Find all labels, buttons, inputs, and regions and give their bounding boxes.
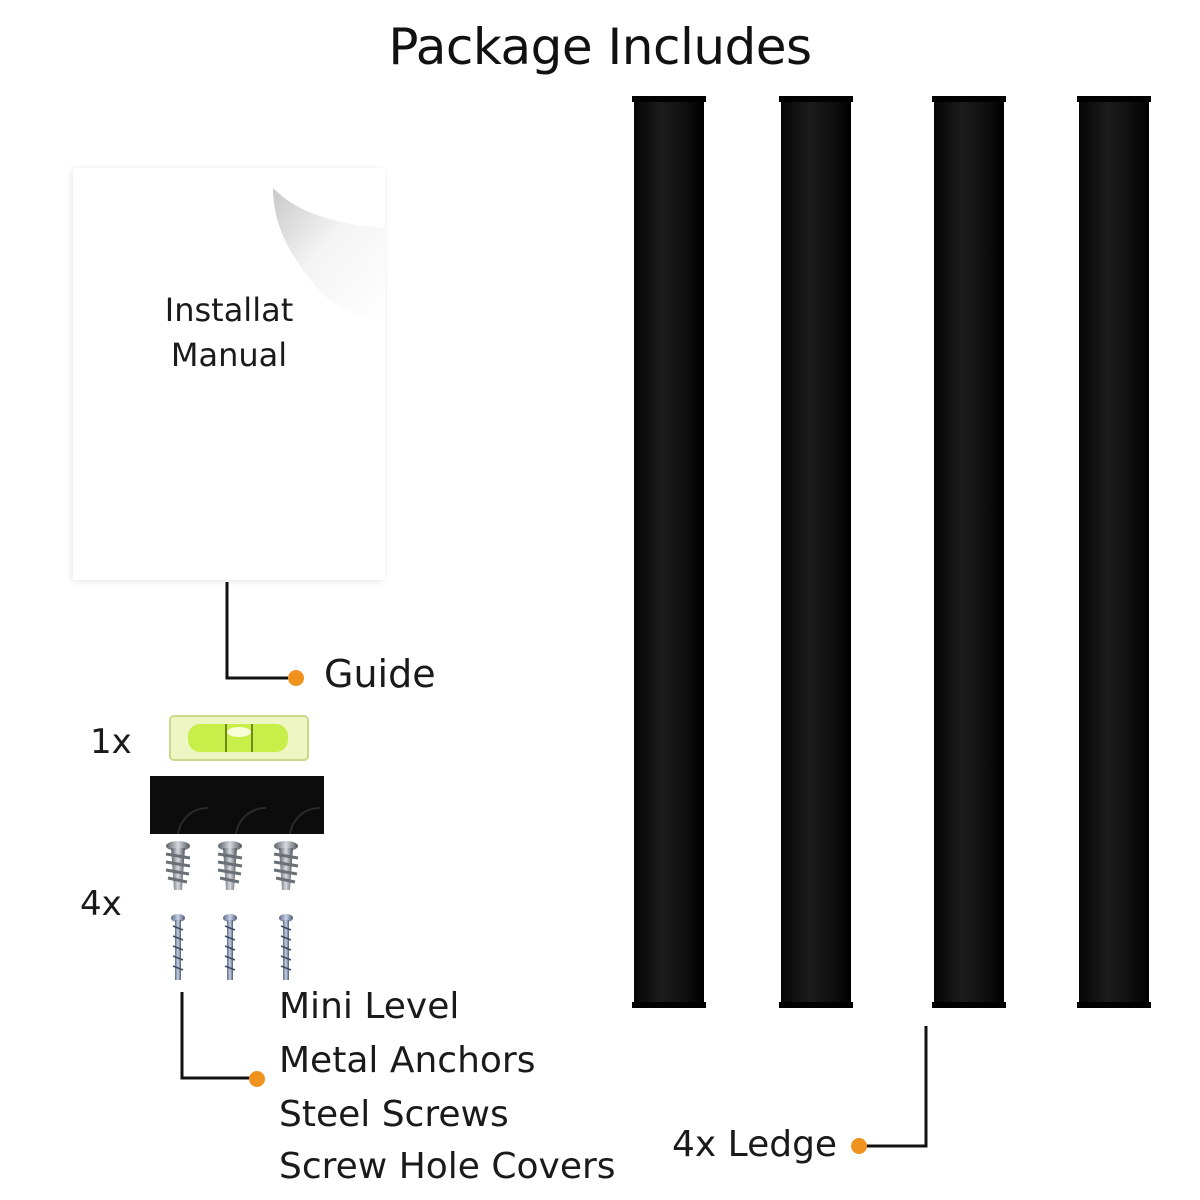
ledge-label: 4x Ledge xyxy=(672,1124,838,1165)
guide-label: Guide xyxy=(324,652,436,696)
item-steel-screws: Steel Screws xyxy=(279,1094,509,1135)
ledge-shelf-1 xyxy=(632,96,706,1008)
ledge-shelf-3 xyxy=(932,96,1006,1008)
item-metal-anchors: Metal Anchors xyxy=(279,1040,536,1081)
screw-hole-covers-strip xyxy=(150,776,324,834)
item-screw-hole-covers: Screw Hole Covers xyxy=(279,1146,616,1187)
installation-manual-image: Installat Manual xyxy=(73,168,385,580)
guide-leader-line xyxy=(225,582,288,680)
hardware-quantity: 4x xyxy=(80,884,122,924)
ledge-shelf-4 xyxy=(1077,96,1151,1008)
ledge-callout-dot xyxy=(851,1138,867,1154)
page-curl-icon xyxy=(252,168,385,320)
anchors-and-screws-icon xyxy=(165,841,299,980)
guide-callout-dot xyxy=(288,670,304,686)
manual-title-line1: Installat xyxy=(164,291,294,329)
ledge-shelf-2 xyxy=(779,96,853,1008)
manual-title-line2: Manual xyxy=(170,335,288,374)
ledge-leader-line xyxy=(862,1026,928,1148)
hardware-callout-dot xyxy=(249,1071,265,1087)
hardware-leader-line xyxy=(180,992,250,1080)
item-mini-level: Mini Level xyxy=(279,986,460,1027)
level-quantity: 1x xyxy=(90,722,132,762)
mini-level-icon xyxy=(169,715,309,761)
page-title: Package Includes xyxy=(388,18,812,76)
